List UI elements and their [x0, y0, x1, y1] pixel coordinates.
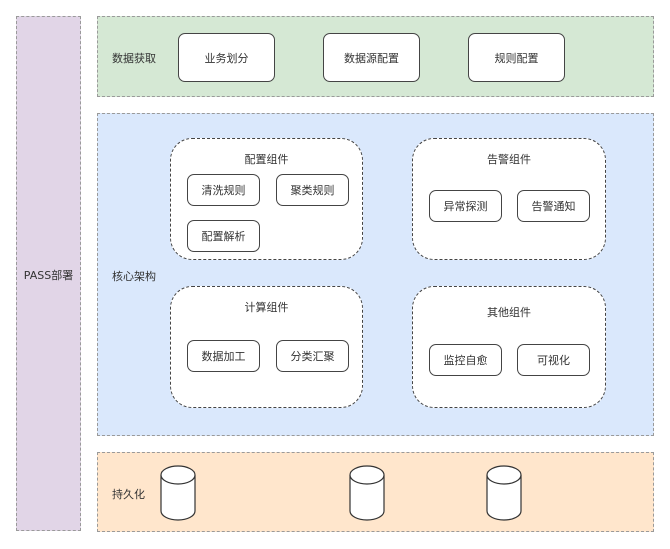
box-anomaly-detection[interactable]: 异常探测 — [429, 190, 502, 222]
database-cylinder-icon — [486, 465, 522, 521]
box-monitor-self-healing[interactable]: 监控自愈 — [429, 344, 502, 376]
box-clustering-rules-label: 聚类规则 — [290, 184, 335, 197]
group-other-component: 其他组件 监控自愈 可视化 — [412, 286, 606, 408]
database-cylinder-icon — [349, 465, 385, 521]
box-datasource-config[interactable]: 数据源配置 — [323, 33, 420, 82]
box-visualization[interactable]: 可视化 — [517, 344, 590, 376]
box-anomaly-detection-label: 异常探测 — [443, 200, 488, 213]
box-config-parsing-label: 配置解析 — [201, 230, 246, 243]
box-classification-aggregation-label: 分类汇聚 — [290, 350, 335, 363]
box-cleaning-rules[interactable]: 清洗规则 — [187, 174, 260, 206]
deploy-label: PASS部署 — [23, 269, 74, 282]
group-alert-component-title: 告警组件 — [487, 153, 531, 166]
box-data-processing-label: 数据加工 — [201, 350, 246, 363]
group-config-component-title: 配置组件 — [244, 153, 289, 166]
box-business-division-label: 业务划分 — [204, 51, 249, 65]
deploy-region: PASS部署 — [16, 16, 81, 531]
box-rule-config[interactable]: 规则配置 — [468, 33, 565, 82]
box-clustering-rules[interactable]: 聚类规则 — [276, 174, 349, 206]
box-cleaning-rules-label: 清洗规则 — [201, 184, 246, 197]
data-acquisition-label: 数据获取 — [112, 52, 156, 65]
group-alert-component: 告警组件 异常探测 告警通知 — [412, 138, 606, 260]
box-classification-aggregation[interactable]: 分类汇聚 — [276, 340, 349, 372]
box-alert-notification[interactable]: 告警通知 — [517, 190, 590, 222]
box-rule-config-label: 规则配置 — [494, 51, 539, 65]
core-architecture-label: 核心架构 — [112, 270, 156, 283]
box-alert-notification-label: 告警通知 — [531, 200, 576, 213]
group-compute-component-title: 计算组件 — [244, 301, 289, 314]
group-compute-component: 计算组件 数据加工 分类汇聚 — [170, 286, 363, 408]
box-config-parsing[interactable]: 配置解析 — [187, 220, 260, 252]
persistence-label: 持久化 — [112, 488, 145, 501]
core-architecture-region: 核心架构 配置组件 清洗规则 聚类规则 配置解析 告警组件 异常探测 告警通知 … — [97, 113, 654, 436]
persistence-region: 持久化 — [97, 452, 654, 532]
box-data-processing[interactable]: 数据加工 — [187, 340, 260, 372]
group-config-component: 配置组件 清洗规则 聚类规则 配置解析 — [170, 138, 363, 260]
database-cylinder-icon — [160, 465, 196, 521]
box-visualization-label: 可视化 — [537, 354, 570, 367]
box-datasource-config-label: 数据源配置 — [344, 51, 399, 65]
box-business-division[interactable]: 业务划分 — [178, 33, 275, 82]
box-monitor-self-healing-label: 监控自愈 — [443, 354, 488, 367]
data-acquisition-region: 数据获取 业务划分 数据源配置 规则配置 — [97, 16, 654, 97]
group-other-component-title: 其他组件 — [487, 306, 531, 319]
